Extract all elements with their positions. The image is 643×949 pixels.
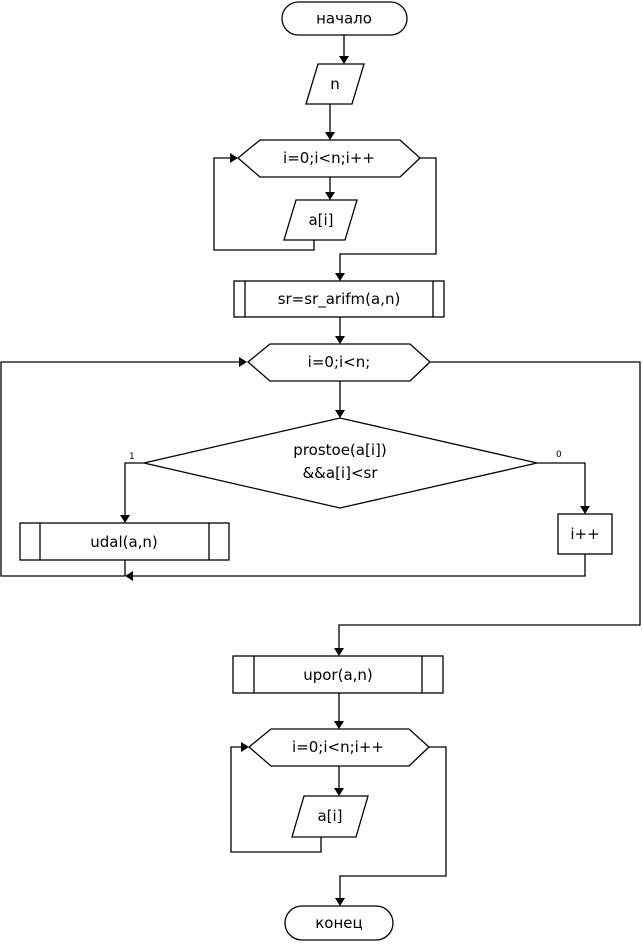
arrowhead bbox=[334, 648, 344, 656]
connector-loop1-back bbox=[213, 157, 315, 251]
connector-loop2-back bbox=[0, 361, 241, 577]
loop2-label: i=0;i<n; bbox=[308, 353, 371, 371]
connector-condition-true bbox=[124, 462, 144, 516]
arrowhead bbox=[335, 898, 345, 906]
arrowhead bbox=[120, 515, 130, 523]
arrowhead bbox=[580, 506, 590, 514]
output-ai-label-2: a[i] bbox=[317, 807, 342, 825]
call-udal-block: udal(a,n) bbox=[19, 522, 230, 561]
loop1-hexagon: i=0;i<n;i++ bbox=[236, 139, 421, 178]
connector-loop1-exit bbox=[339, 157, 437, 275]
loop2-hexagon: i=0;i<n; bbox=[246, 343, 431, 382]
call-upor-block: upor(a,n) bbox=[232, 655, 444, 694]
branch-true-label: 1 bbox=[129, 452, 135, 462]
connectors bbox=[0, 35, 641, 906]
start-label: начало bbox=[316, 10, 372, 28]
connector-loop3-exit bbox=[339, 746, 447, 899]
increment-block: i++ bbox=[557, 513, 613, 555]
start-terminator: начало bbox=[281, 1, 408, 36]
branch-false-label: 0 bbox=[556, 450, 562, 460]
arrowhead bbox=[325, 132, 335, 140]
connector-loop3-back bbox=[230, 746, 322, 853]
condition-label-line2: &&a[i]<sr bbox=[302, 464, 378, 482]
end-label: конец bbox=[315, 914, 362, 932]
arrowhead bbox=[335, 336, 345, 344]
call-sr-block: sr=sr_arifm(a,n) bbox=[233, 280, 445, 318]
arrowhead bbox=[339, 56, 349, 64]
connector-condition-false bbox=[537, 462, 586, 507]
increment-label: i++ bbox=[570, 525, 599, 543]
arrowhead bbox=[334, 788, 344, 796]
arrowhead bbox=[125, 571, 133, 581]
loop3-label: i=0;i<n;i++ bbox=[292, 738, 384, 756]
condition-diamond: prostoe(a[i]) &&a[i]<sr 1 0 bbox=[129, 417, 562, 509]
arrowhead bbox=[325, 192, 335, 200]
loop3-hexagon: i=0;i<n;i++ bbox=[247, 728, 430, 767]
arrowhead bbox=[239, 357, 247, 367]
input-ai-block-1: a[i] bbox=[283, 199, 358, 241]
connector-increment-to-merge bbox=[131, 554, 586, 577]
arrowhead bbox=[241, 742, 249, 752]
input-n-block: n bbox=[305, 63, 365, 105]
end-terminator: конец bbox=[284, 905, 394, 941]
output-ai-block-2: a[i] bbox=[291, 795, 369, 838]
call-upor-label: upor(a,n) bbox=[303, 666, 373, 684]
arrowhead bbox=[335, 273, 345, 281]
loop1-label: i=0;i<n;i++ bbox=[283, 149, 375, 167]
input-ai-label-1: a[i] bbox=[308, 211, 333, 229]
connector-loop2-exit bbox=[338, 361, 641, 649]
input-n-label: n bbox=[330, 75, 340, 93]
condition-label-line1: prostoe(a[i]) bbox=[293, 441, 386, 459]
arrowhead bbox=[230, 153, 238, 163]
arrowhead bbox=[335, 410, 345, 418]
call-sr-label: sr=sr_arifm(a,n) bbox=[278, 290, 401, 309]
call-udal-label: udal(a,n) bbox=[90, 533, 158, 551]
arrowhead bbox=[334, 721, 344, 729]
